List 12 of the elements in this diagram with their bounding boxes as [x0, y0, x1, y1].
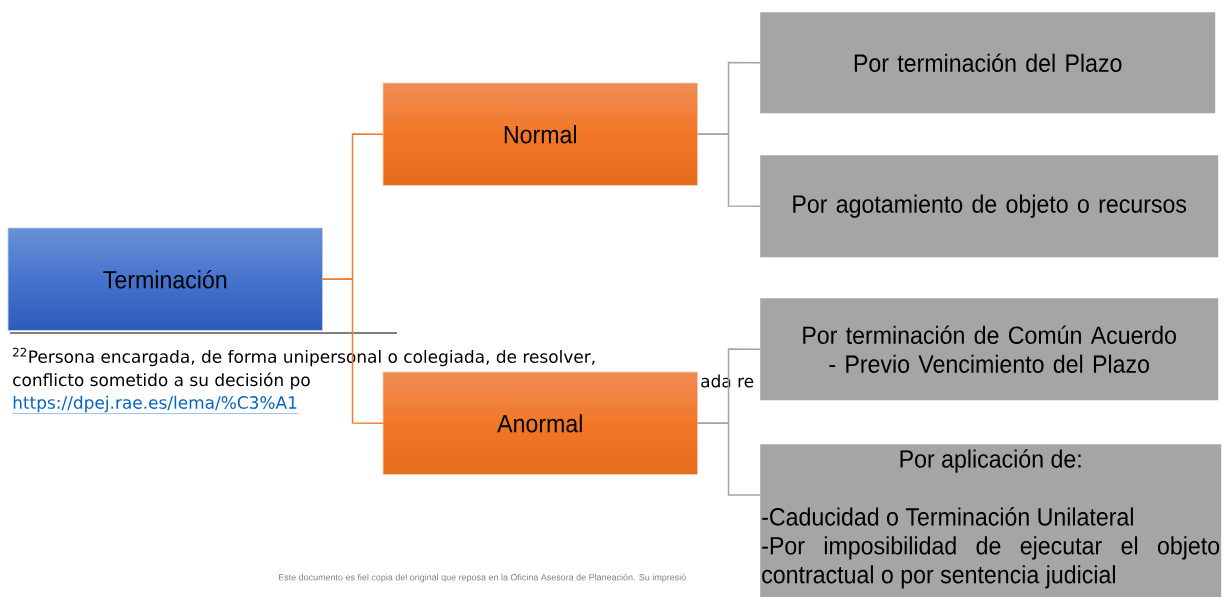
category-box: Anormal — [383, 372, 698, 475]
connector — [696, 422, 761, 496]
footnote-link: https://dpej.rae.es/lema/%C3%A1 — [12, 395, 299, 414]
footer-note: Este documento es fiel copia del original que reposa en la Oficina Asesora de Planeación. Su impresió — [278, 573, 686, 583]
leaf-box: Por agotamiento de objeto o recursos — [760, 155, 1219, 258]
leaf-box: Por terminación de Común Acuerdo - Previo Vencimiento del Plazo — [760, 298, 1219, 401]
category-box: Normal — [383, 83, 698, 186]
footnote-text: conflicto sometido a su decisión po — [13, 372, 310, 390]
leaf-box: Por aplicación de: -Caducidad o Terminación Unilateral -Por imposibilidad de ejecutar el objeto contractual o por sentencia judicial — [760, 444, 1222, 597]
connector — [696, 133, 761, 207]
leaf-box: Por terminación del Plazo — [760, 12, 1216, 114]
root-box: Terminación — [8, 228, 323, 331]
